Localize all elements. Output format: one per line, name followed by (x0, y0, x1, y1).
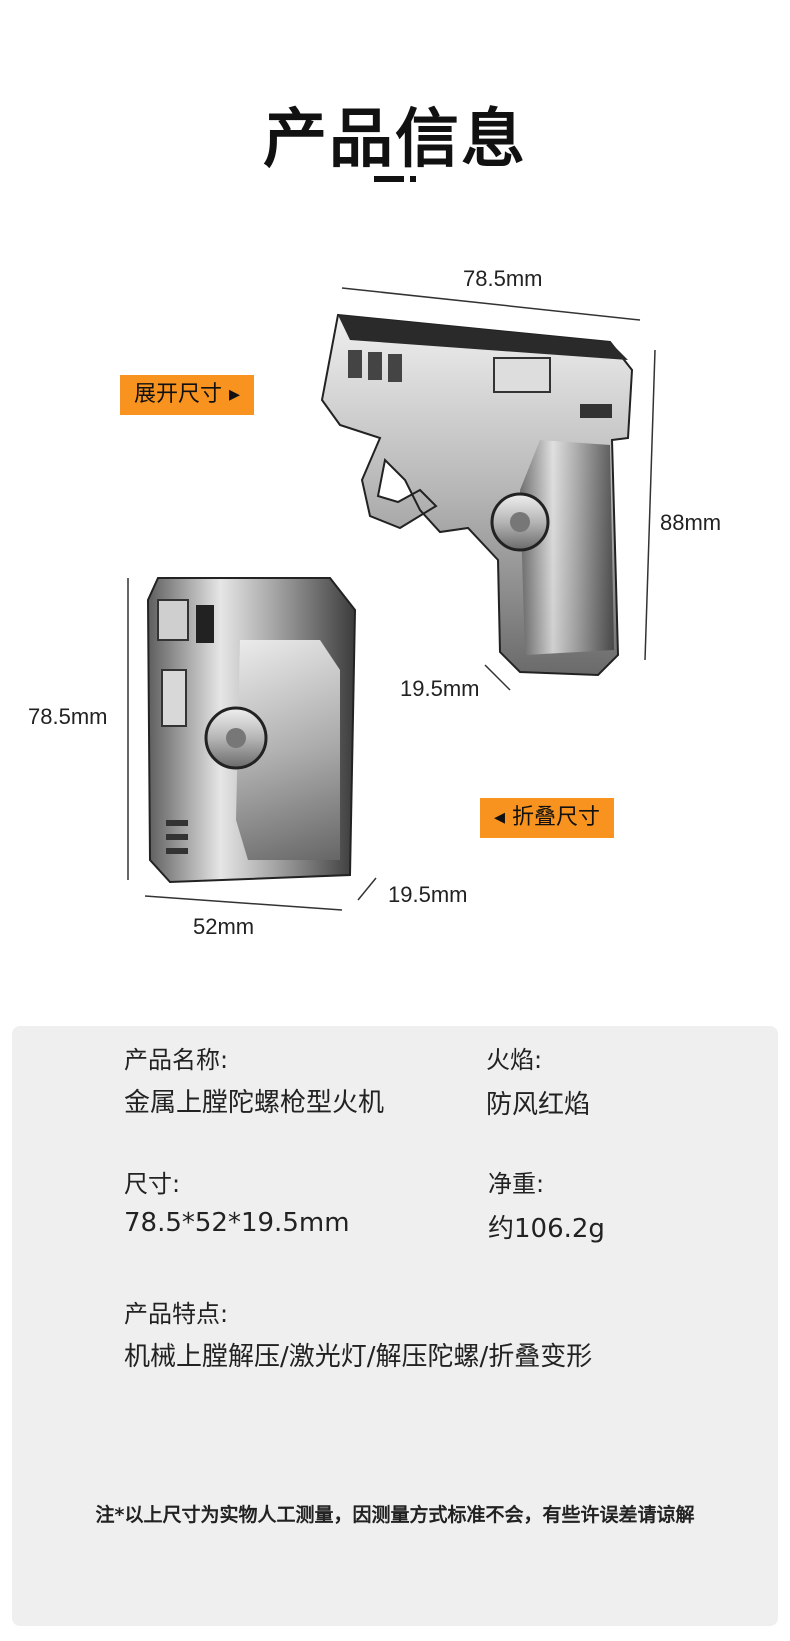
spec-card: 产品名称: 金属上膛陀螺枪型火机 火焰: 防风红焰 尺寸: 78.5*52*19… (12, 1026, 778, 1626)
features-label: 产品特点: (124, 1300, 229, 1328)
features-value: 机械上膛解压/激光灯/解压陀螺/折叠变形 (124, 1342, 593, 1372)
product-illustration (127, 287, 656, 911)
measurement-note: 注*以上尺寸为实物人工测量，因测量方式标准不会，有些许误差请谅解 (95, 1504, 695, 1526)
folded-lighter-image (146, 577, 357, 884)
folded-width-label: 52mm (193, 914, 255, 939)
unfolded-width-label: 78.5mm (463, 266, 543, 291)
unfolded-size-tag: 展开尺寸 ▸ (120, 375, 255, 415)
folded-size-tag: ◂ 折叠尺寸 (480, 798, 615, 838)
title-underline-dot (410, 176, 416, 182)
weight-value: 约106.2g (488, 1214, 605, 1244)
page-title: 产品信息 (263, 103, 527, 177)
flame-value: 防风红焰 (486, 1090, 591, 1120)
unfolded-height-label: 88mm (660, 510, 722, 535)
flame-label: 火焰: (486, 1046, 543, 1074)
folded-depth-label: 19.5mm (388, 882, 468, 907)
unfolded-lighter-image (320, 313, 634, 677)
product-dimension-figure: 展开尺寸 ▸ ◂ 折叠尺寸 78.5mm 88mm 19.5mm 78.5mm … (0, 260, 790, 980)
product-name-label: 产品名称: (124, 1046, 229, 1074)
title-underline (374, 176, 404, 182)
size-value: 78.5*52*19.5mm (124, 1208, 350, 1238)
size-label: 尺寸: (124, 1170, 181, 1198)
weight-label: 净重: (488, 1170, 545, 1198)
folded-height-label: 78.5mm (28, 704, 108, 729)
unfolded-depth-label: 19.5mm (400, 676, 480, 701)
product-name-value: 金属上膛陀螺枪型火机 (124, 1088, 385, 1118)
